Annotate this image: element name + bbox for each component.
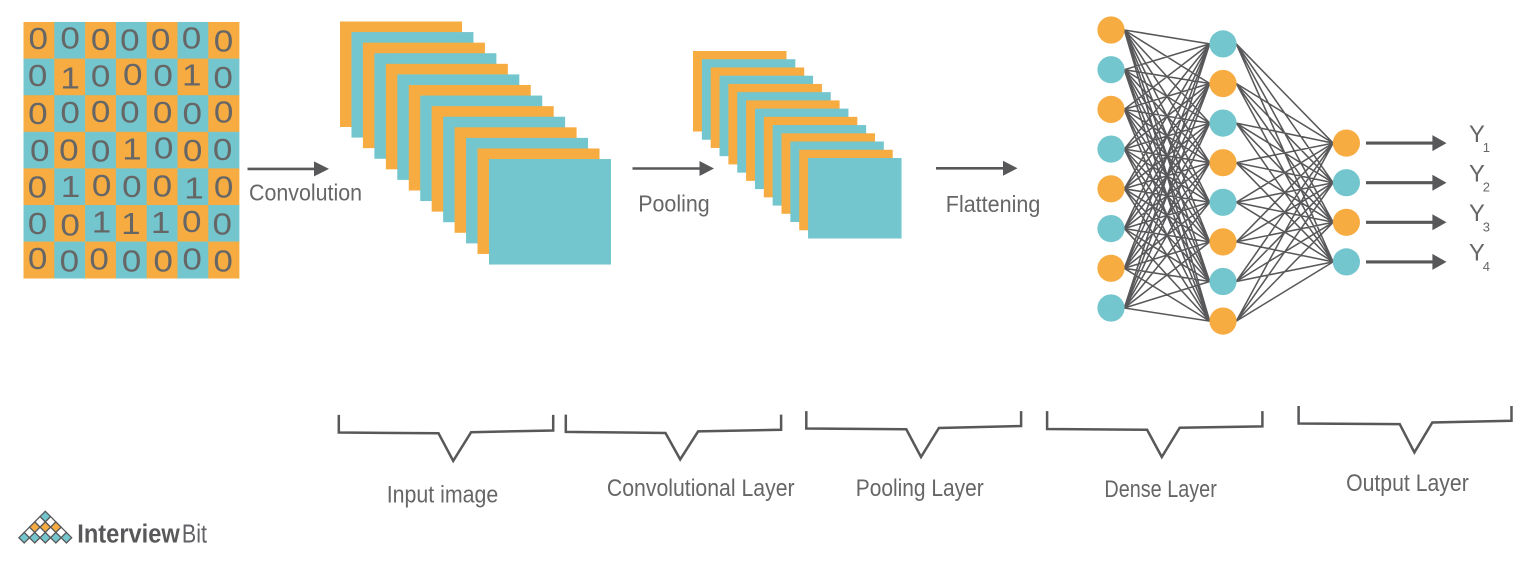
svg-text:Input image: Input image — [387, 481, 499, 508]
svg-text:0: 0 — [214, 25, 234, 59]
svg-text:0: 0 — [91, 135, 111, 169]
svg-text:0: 0 — [213, 207, 233, 241]
svg-text:Bit: Bit — [182, 520, 207, 548]
svg-text:0: 0 — [92, 169, 112, 203]
svg-text:Pooling Layer: Pooling Layer — [856, 475, 984, 502]
svg-text:1: 1 — [184, 172, 204, 206]
svg-text:0: 0 — [60, 208, 80, 242]
svg-text:0: 0 — [182, 22, 202, 56]
svg-text:0: 0 — [153, 59, 173, 93]
svg-text:0: 0 — [214, 170, 234, 204]
svg-text:Output Layer: Output Layer — [1346, 470, 1469, 497]
svg-text:0: 0 — [60, 22, 80, 56]
svg-text:Dense Layer: Dense Layer — [1104, 476, 1216, 503]
svg-text:0: 0 — [183, 134, 203, 168]
svg-text:0: 0 — [153, 244, 173, 278]
svg-text:0: 0 — [213, 244, 233, 278]
svg-text:0: 0 — [30, 134, 50, 168]
svg-text:0: 0 — [153, 170, 173, 204]
svg-text:0: 0 — [59, 133, 79, 167]
svg-text:0: 0 — [91, 60, 111, 94]
svg-text:Flattening: Flattening — [946, 191, 1041, 217]
svg-text:0: 0 — [123, 58, 143, 92]
svg-text:Pooling: Pooling — [638, 190, 710, 216]
svg-text:1: 1 — [151, 206, 171, 240]
svg-text:1: 1 — [1483, 140, 1490, 155]
svg-text:1: 1 — [182, 58, 202, 92]
svg-text:0: 0 — [153, 96, 173, 130]
svg-text:0: 0 — [28, 207, 48, 241]
svg-text:1: 1 — [92, 205, 112, 239]
svg-text:3: 3 — [1483, 219, 1490, 234]
svg-text:0: 0 — [29, 22, 49, 56]
svg-text:Convolutional Layer: Convolutional Layer — [607, 475, 795, 502]
svg-text:0: 0 — [28, 170, 48, 204]
svg-text:0: 0 — [120, 95, 140, 129]
svg-text:Convolution: Convolution — [249, 180, 362, 206]
svg-text:0: 0 — [214, 96, 234, 130]
svg-text:2: 2 — [1483, 180, 1490, 195]
svg-text:Y: Y — [1469, 241, 1485, 267]
svg-text:0: 0 — [60, 96, 80, 130]
svg-text:0: 0 — [28, 59, 48, 93]
svg-text:4: 4 — [1483, 259, 1490, 274]
svg-text:0: 0 — [120, 23, 140, 57]
svg-text:0: 0 — [213, 133, 233, 167]
svg-text:1: 1 — [60, 62, 80, 96]
svg-text:1: 1 — [121, 207, 141, 241]
svg-text:0: 0 — [182, 205, 202, 239]
svg-text:0: 0 — [122, 170, 142, 204]
svg-text:0: 0 — [151, 23, 171, 57]
svg-text:Y: Y — [1469, 201, 1485, 227]
svg-text:0: 0 — [182, 243, 202, 277]
svg-text:1: 1 — [61, 170, 81, 204]
svg-text:0: 0 — [122, 244, 142, 278]
svg-text:0: 0 — [91, 23, 111, 57]
svg-text:Y: Y — [1469, 161, 1485, 187]
svg-text:0: 0 — [154, 132, 174, 166]
svg-text:1: 1 — [122, 132, 142, 166]
svg-text:0: 0 — [89, 243, 109, 277]
svg-text:Interview: Interview — [77, 520, 180, 548]
svg-text:0: 0 — [28, 97, 48, 131]
svg-text:0: 0 — [213, 61, 233, 95]
svg-text:0: 0 — [91, 95, 111, 129]
svg-text:0: 0 — [28, 242, 48, 276]
svg-text:0: 0 — [183, 97, 203, 131]
svg-text:Y: Y — [1469, 122, 1485, 148]
svg-text:0: 0 — [60, 244, 80, 278]
